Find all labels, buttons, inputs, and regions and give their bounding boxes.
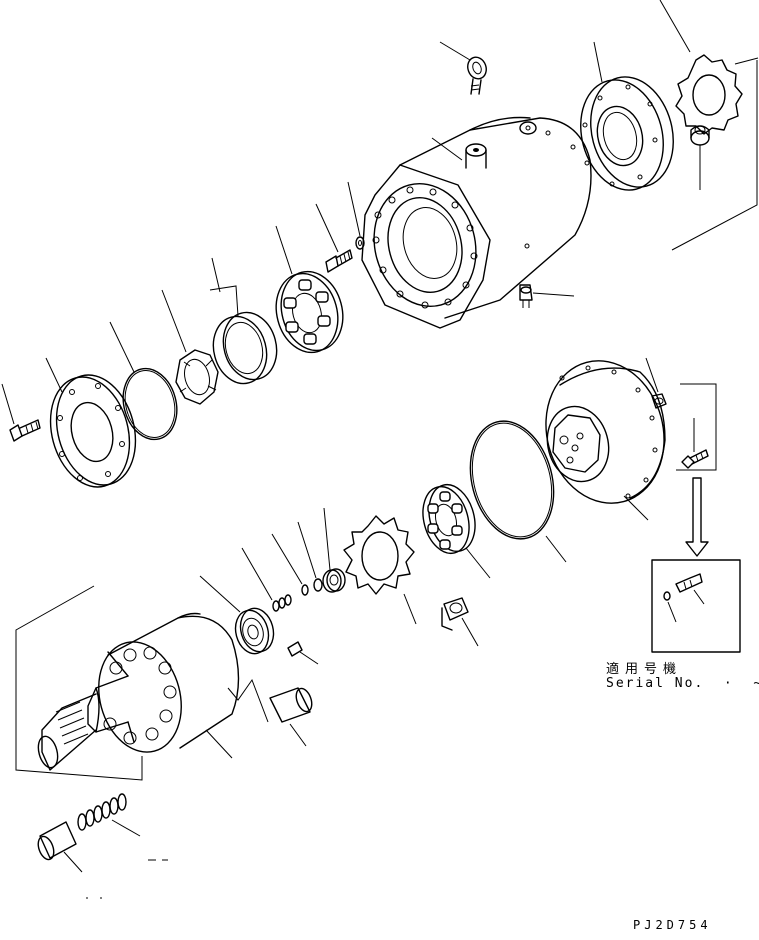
eye-bolt[interactable] <box>465 55 489 95</box>
arrow-down-icon <box>685 477 709 557</box>
sprocket-top[interactable] <box>675 54 743 135</box>
leader-sprocket-top <box>659 0 691 53</box>
top-flange-plate[interactable] <box>569 68 685 200</box>
leader-end-cover <box>623 495 649 521</box>
drive-shaft[interactable] <box>35 651 135 771</box>
grease-nipple[interactable] <box>519 284 533 308</box>
leader-washer-small <box>347 181 361 237</box>
leader-plug-cover <box>645 357 659 393</box>
spring-lower[interactable] <box>77 793 127 831</box>
leader-housing <box>431 137 463 161</box>
lower-left-frame <box>15 585 143 781</box>
hex-bolt-left[interactable] <box>9 419 41 442</box>
detail-box <box>651 559 741 653</box>
hex-bolt-right[interactable] <box>681 449 709 469</box>
leader-piston-right <box>289 723 307 747</box>
piston-lower[interactable] <box>35 821 77 862</box>
leader-o-ring-top <box>109 321 135 373</box>
mark-dash <box>86 859 168 899</box>
leader-bearing-top <box>275 225 293 275</box>
leader-valve-plate <box>199 575 241 613</box>
roller-bearing-middle[interactable] <box>416 479 482 558</box>
leader-collar <box>323 507 331 571</box>
flange-plate-left[interactable] <box>39 366 147 496</box>
leader-top-flange <box>593 41 603 83</box>
cylinder-block[interactable] <box>87 612 240 762</box>
leader-shaft-frame <box>227 678 269 723</box>
roller-bearing-top[interactable] <box>268 265 352 360</box>
leader-spring-lower <box>111 819 141 837</box>
bolt-callout-frame <box>676 383 717 471</box>
leader-piston-lower <box>63 851 83 873</box>
leader-bearing-cup <box>209 257 239 317</box>
bearing-cup[interactable] <box>206 306 284 389</box>
serial-label-jp: 適用号機 <box>606 662 683 677</box>
leader-plug-middle <box>461 617 479 647</box>
leader-eye-bolt <box>439 41 471 61</box>
lock-nut[interactable] <box>175 349 219 405</box>
piston-right[interactable] <box>269 686 315 723</box>
leader-washer-b <box>271 533 303 585</box>
leader-top-frame <box>671 57 759 251</box>
plug-middle[interactable] <box>441 597 469 631</box>
motor-housing[interactable] <box>361 116 592 329</box>
plug-cover[interactable] <box>651 393 667 409</box>
o-ring-top[interactable] <box>116 362 185 445</box>
leader-bearing-middle <box>465 547 491 579</box>
o-ring-middle[interactable] <box>458 412 566 549</box>
leader-washer-a <box>297 521 317 579</box>
spring-small[interactable] <box>272 594 292 612</box>
plug-top[interactable] <box>690 125 710 146</box>
valve-plate[interactable] <box>231 605 278 658</box>
drawing-code: PJ2D754 <box>633 918 712 932</box>
leader-hex-bolt-left <box>1 383 15 425</box>
leader-pin <box>299 651 319 665</box>
leader-cylinder-block <box>205 729 233 759</box>
leader-socket-bolt <box>315 203 339 253</box>
leader-sprocket-middle <box>403 593 417 625</box>
washer-a[interactable] <box>313 578 323 592</box>
motor-end-cover[interactable] <box>530 347 679 516</box>
washer-b[interactable] <box>301 584 309 596</box>
sprocket-middle[interactable] <box>343 515 415 595</box>
collar[interactable] <box>322 568 346 593</box>
leader-lock-nut <box>161 289 187 353</box>
pin[interactable] <box>287 641 303 657</box>
leader-flange-left <box>45 357 63 393</box>
leader-spring-small <box>241 547 273 601</box>
serial-label-en: Serial No. · ~ <box>606 676 759 691</box>
socket-bolt[interactable] <box>325 249 353 273</box>
leader-grease-nipple <box>532 292 575 297</box>
washer-small[interactable] <box>355 236 365 250</box>
leader-o-ring-middle <box>545 535 567 563</box>
